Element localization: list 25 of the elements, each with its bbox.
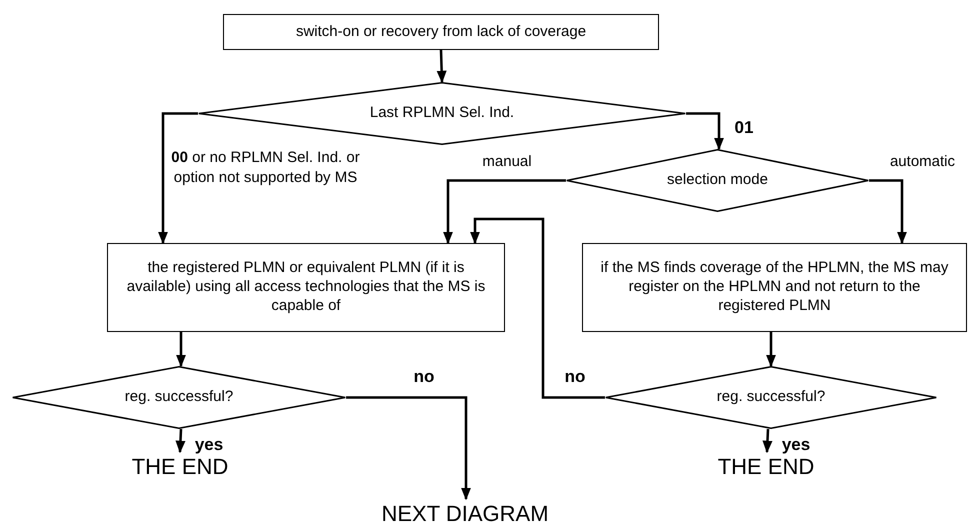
edge-label: no	[564, 366, 586, 388]
edge-label: automatic	[888, 152, 956, 172]
arrow	[766, 332, 776, 368]
arrow	[686, 112, 724, 150]
arrow	[470, 218, 605, 399]
arrow	[436, 50, 447, 84]
process-box: if the MS finds coverage of the HPLMN, the MS may register on the HPLMN and not return to the registered PLMN	[582, 243, 967, 332]
arrow	[869, 179, 907, 244]
arrow	[158, 112, 198, 244]
edge-label: no	[412, 366, 436, 388]
edge-label: 00 or no RPLMN Sel. Ind. or option not supported by MS	[170, 148, 361, 187]
arrow	[176, 332, 186, 368]
arrow	[176, 428, 186, 454]
edge-label: manual	[481, 152, 533, 172]
arrow	[762, 428, 772, 454]
terminal-text: NEXT DIAGRAM	[355, 499, 575, 529]
decision-diamond: Last RPLMN Sel. Ind.	[198, 82, 686, 145]
decision-diamond: reg. successful?	[12, 366, 346, 429]
process-box: switch-on or recovery from lack of coverage	[223, 14, 659, 50]
arrow	[443, 179, 566, 244]
arrow	[346, 396, 471, 500]
process-box: the registered PLMN or equivalent PLMN (if it is available) using all access technologies that the MS is capable of	[107, 243, 505, 332]
edge-label: 01	[734, 117, 754, 139]
decision-diamond: reg. successful?	[605, 366, 937, 429]
decision-diamond: selection mode	[566, 149, 869, 212]
